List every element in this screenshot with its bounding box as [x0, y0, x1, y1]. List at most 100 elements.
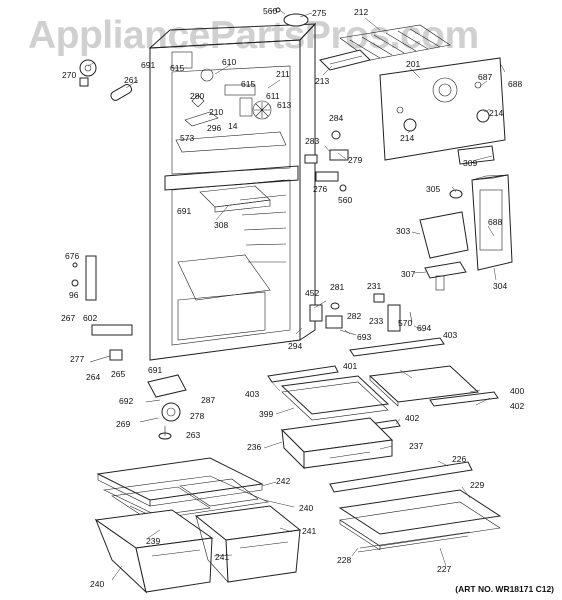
- part-228-227: [339, 501, 501, 553]
- callout-label: 304: [493, 281, 508, 291]
- bottom-hinge-parts: [139, 374, 187, 440]
- callout-label: 570: [398, 318, 413, 328]
- part-229: [338, 489, 502, 535]
- callout-label: 214: [400, 133, 415, 143]
- evaporator-assembly: [171, 51, 272, 127]
- callout-label: 307: [401, 269, 416, 279]
- part-214-knob-right: [476, 109, 490, 123]
- callout-label: 278: [190, 411, 205, 421]
- callout-label: 231: [367, 281, 382, 291]
- part-305: [449, 189, 463, 199]
- callout-label: 241: [302, 526, 317, 536]
- callout-label: 281: [330, 282, 345, 292]
- callout-label: 284: [329, 113, 344, 123]
- callout-label: 261: [124, 75, 139, 85]
- parts-283-279-276: [304, 130, 349, 192]
- callout-label: 613: [277, 100, 292, 110]
- callout-label: 201: [406, 59, 421, 69]
- callout-label: 688: [508, 79, 523, 89]
- callout-label: 242: [276, 476, 291, 486]
- callout-label: 210: [209, 107, 224, 117]
- part-304: [471, 174, 513, 271]
- callout-label: 399: [259, 409, 274, 419]
- callout-label: 241: [215, 552, 230, 562]
- callout-label: 615: [170, 63, 185, 73]
- callout-label: 693: [357, 332, 372, 342]
- callout-label: 303: [396, 226, 411, 236]
- callout-label: 403: [443, 330, 458, 340]
- callout-label: 240: [90, 579, 105, 589]
- part-261: [110, 83, 133, 101]
- callout-label: 267: [61, 313, 76, 323]
- cover-frame-240: [102, 475, 270, 521]
- callout-label: 282: [347, 311, 362, 321]
- part-403-left: [267, 365, 339, 383]
- callout-label: 676: [65, 251, 80, 261]
- callout-label: 226: [452, 454, 467, 464]
- callout-label: 694: [417, 323, 432, 333]
- callout-label: 691: [141, 60, 156, 70]
- shelf-399: [280, 375, 390, 421]
- callout-label: 688: [488, 217, 503, 227]
- callout-label: 269: [116, 419, 131, 429]
- callout-label: 214: [489, 108, 504, 118]
- callout-label: 403: [245, 389, 260, 399]
- callout-label: 263: [186, 430, 201, 440]
- callout-label: 691: [148, 365, 163, 375]
- callout-label: 264: [86, 372, 101, 382]
- callout-label: 401: [343, 361, 358, 371]
- callout-label: 452: [305, 288, 320, 298]
- part-307: [424, 261, 467, 291]
- callout-label: 270: [62, 70, 77, 80]
- callout-label: 287: [201, 395, 216, 405]
- part-402-right: [429, 391, 499, 407]
- callout-label: 212: [354, 7, 369, 17]
- callout-label: 237: [409, 441, 424, 451]
- callout-label: 283: [305, 136, 320, 146]
- callout-label: 402: [405, 413, 420, 423]
- callout-label: 228: [337, 555, 352, 565]
- callout-label: 213: [315, 76, 330, 86]
- callout-label: 265: [111, 369, 126, 379]
- parts-281-452-282: [309, 302, 357, 336]
- callout-label: 229: [470, 480, 485, 490]
- callout-label: 239: [146, 536, 161, 546]
- callout-label: 692: [119, 396, 134, 406]
- callout-label: 227: [437, 564, 452, 574]
- callout-label: 276: [313, 184, 328, 194]
- part-214-knob-left: [403, 118, 417, 132]
- callout-label: 280: [190, 91, 205, 101]
- leader-lines: [87, 9, 506, 581]
- callout-label: 611: [266, 91, 280, 101]
- parts-231-233-570: [373, 293, 413, 332]
- part-403-right: [349, 337, 445, 357]
- callout-label: 560: [338, 195, 353, 205]
- crisper-drawer-236: [280, 417, 394, 470]
- callout-label: 402: [510, 401, 525, 411]
- callout-label: 560: [263, 6, 278, 16]
- callout-label: 279: [348, 155, 363, 165]
- cabinet: [148, 22, 317, 361]
- callout-label: 275: [312, 8, 327, 18]
- callout-label: 294: [288, 341, 303, 351]
- callout-label: 573: [180, 133, 195, 143]
- crisper-cover-242: [96, 457, 264, 507]
- part-309: [457, 145, 495, 165]
- callout-label: 687: [478, 72, 493, 82]
- callout-label: 400: [510, 386, 525, 396]
- callout-label: 308: [214, 220, 229, 230]
- crisper-pan-left: [94, 509, 214, 594]
- callout-label: 296: [207, 123, 222, 133]
- callout-label: 233: [369, 316, 384, 326]
- callout-label: 277: [70, 354, 85, 364]
- part-270: [79, 59, 97, 87]
- art-number: (ART NO. WR18171 C12): [455, 584, 554, 594]
- callout-label: 211: [276, 69, 290, 79]
- callout-label: 96: [69, 290, 79, 300]
- callout-label: 240: [299, 503, 314, 513]
- callout-label: 615: [241, 79, 256, 89]
- part-201: [379, 57, 506, 161]
- crisper-pan-right: [194, 505, 302, 583]
